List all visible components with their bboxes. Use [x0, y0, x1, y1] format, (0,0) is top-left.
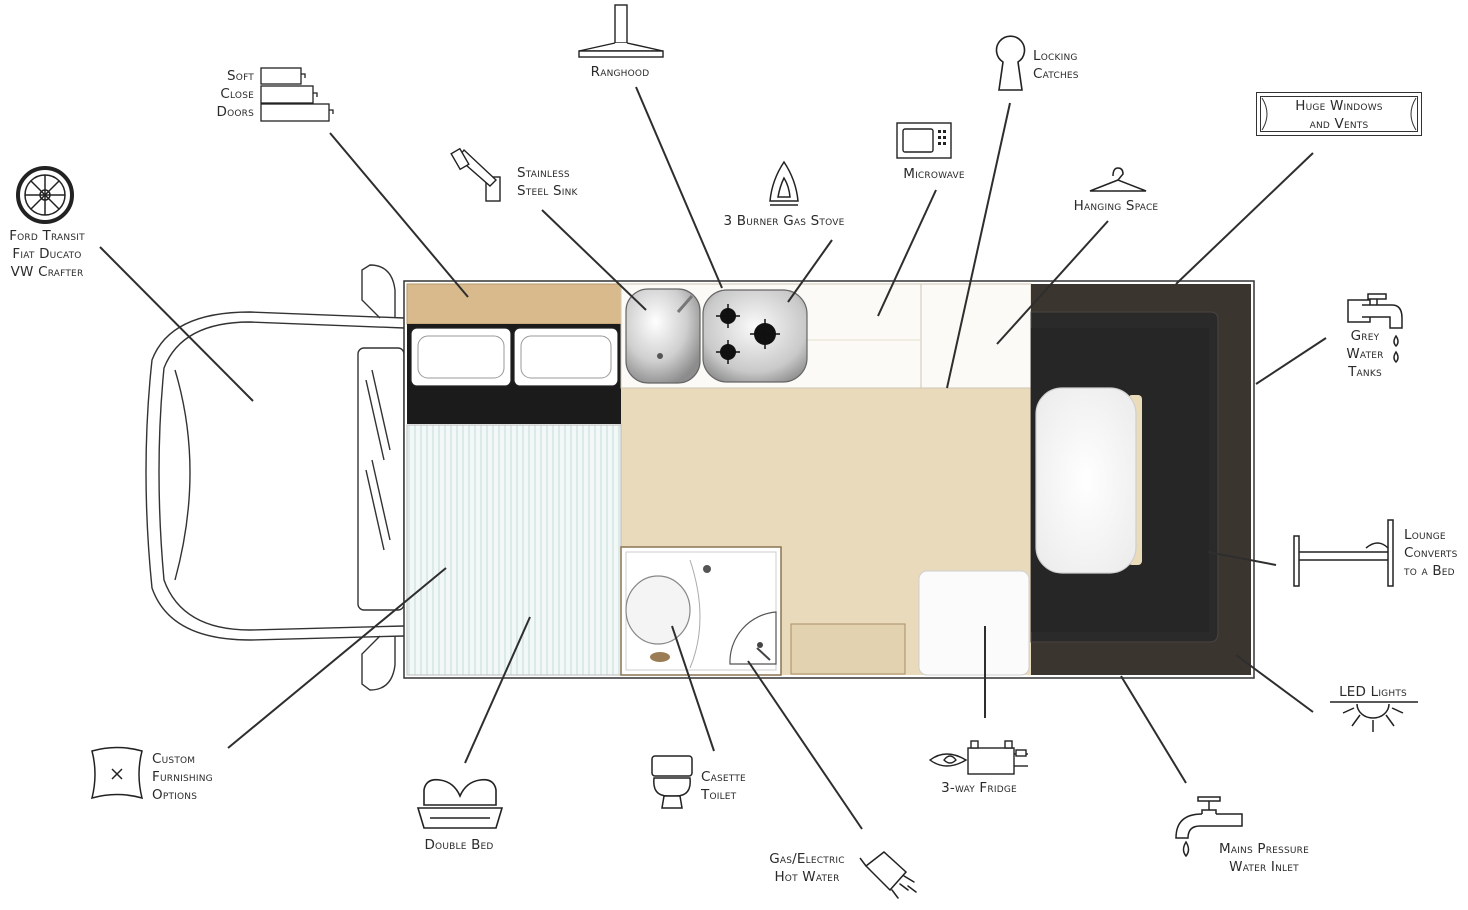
cushion-icon	[90, 746, 144, 800]
led-light-icon	[1330, 701, 1418, 732]
toilet-icon	[651, 755, 693, 809]
label-soft-close: Soft Close Doors	[216, 68, 254, 120]
label-custom: Custom Furnishing Options	[152, 751, 213, 803]
label-toilet: Casette Toilet	[701, 769, 746, 803]
shower-head-icon	[859, 851, 917, 899]
label-hanging-space: Hanging Space	[1073, 198, 1159, 214]
label-lounge: Lounge Converts to a Bed	[1404, 527, 1458, 579]
wheel-icon	[16, 166, 74, 224]
cabinet	[406, 283, 622, 325]
label-double-bed: Double Bed	[424, 837, 494, 853]
microwave-icon	[896, 122, 952, 159]
fridge-unit	[918, 570, 1030, 676]
mains-tap-icon	[1175, 796, 1243, 858]
hanger-icon	[1089, 167, 1147, 192]
rangehood-icon	[578, 4, 664, 58]
label-stove: 3 Burner Gas Stove	[723, 213, 845, 229]
bed-frame-icon	[1293, 519, 1394, 587]
drawers-icon	[260, 67, 334, 122]
label-mains: Mains Pressure Water Inlet	[1218, 841, 1310, 875]
fridge-icon	[928, 740, 1028, 775]
wardrobe	[920, 283, 1032, 389]
double-bed-icon	[416, 778, 504, 829]
label-vehicles: Ford Transit Fiat Ducato VW Crafter	[9, 228, 85, 280]
label-led: LED Lights	[1339, 684, 1407, 700]
tap-icon	[450, 147, 501, 202]
label-hot-water: Gas/Electric Hot Water	[769, 851, 845, 885]
label-locking-catches: Locking Catches	[1033, 48, 1079, 82]
window-icon	[1261, 97, 1417, 131]
flame-icon	[769, 160, 799, 206]
huge-windows-frame	[1256, 92, 1422, 136]
label-microwave: Microwave	[903, 166, 965, 182]
sink	[625, 288, 701, 384]
leader-lines	[99, 86, 1327, 830]
lounge-table	[1035, 387, 1137, 574]
label-fridge: 3-way Fridge	[941, 780, 1017, 796]
label-sink: Stainless Steel Sink	[517, 165, 578, 199]
grey-water-tap-icon	[1347, 293, 1403, 364]
mattress	[406, 424, 622, 676]
label-grey-water: Grey Water Tanks	[1346, 328, 1384, 380]
keyhole-icon	[995, 35, 1026, 91]
label-ranghood: Ranghood	[590, 64, 650, 80]
label-huge-windows: Huge Windows and Vents	[1295, 98, 1383, 132]
van-cab	[145, 264, 405, 691]
